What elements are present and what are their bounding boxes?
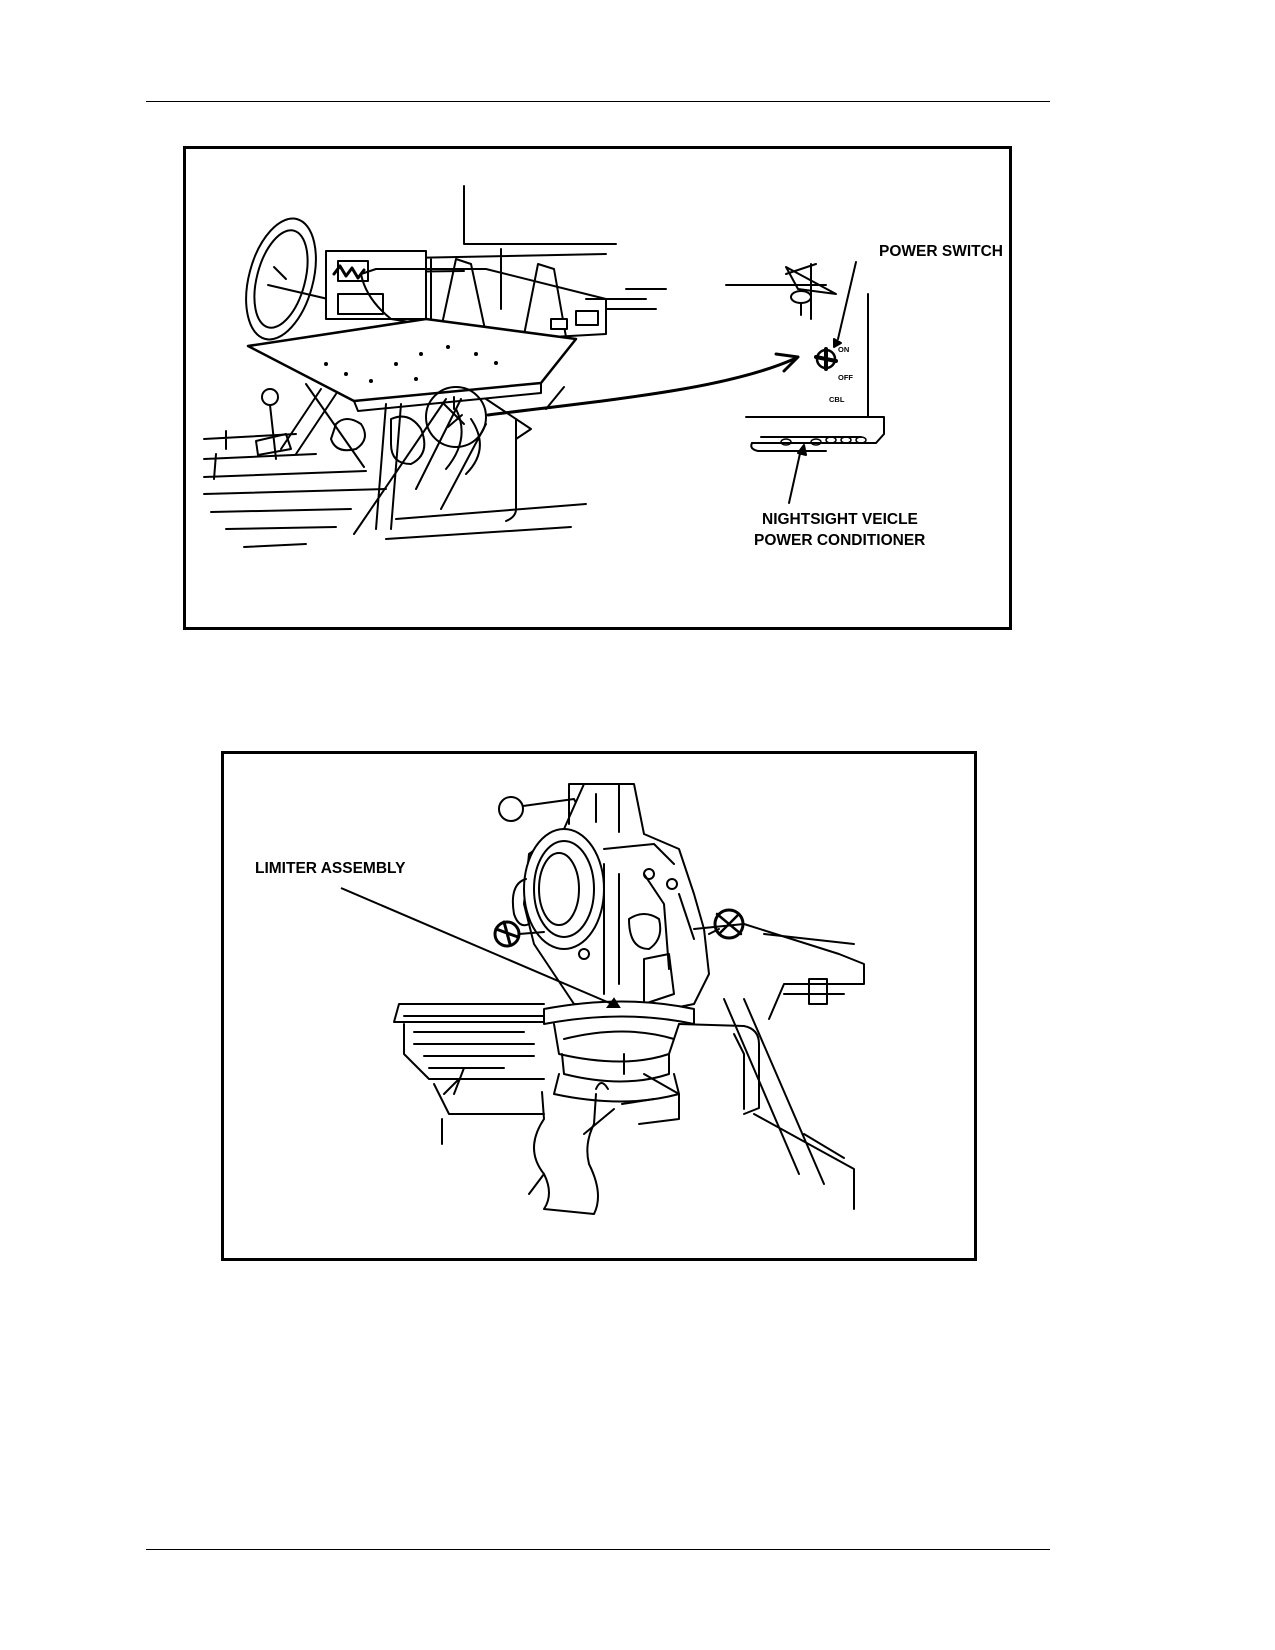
limiter-leader-line [340, 887, 621, 1008]
footer-rule [146, 1549, 1050, 1550]
vehicle-cab-illustration [203, 185, 885, 548]
mount-illustration [393, 783, 865, 1215]
header-rule [146, 101, 1050, 102]
power-switch-label: POWER SWITCH [879, 243, 1003, 260]
nightsight-label-line2: POWER CONDITIONER [754, 532, 926, 549]
figure-limiter-assembly: LIMITER ASSEMBLY [221, 751, 977, 1261]
switch-mark-label: CBL [829, 395, 845, 404]
nightsight-label-line1: NIGHTSIGHT VEICLE [762, 511, 918, 528]
switch-on-label: ON [838, 345, 850, 354]
figure-power-switch: POWER SWITCH ON OFF CBL NIGHTSIGHT VEICL… [183, 146, 1012, 630]
switch-off-label: OFF [838, 373, 853, 382]
limiter-assembly-label: LIMITER ASSEMBLY [255, 860, 406, 877]
